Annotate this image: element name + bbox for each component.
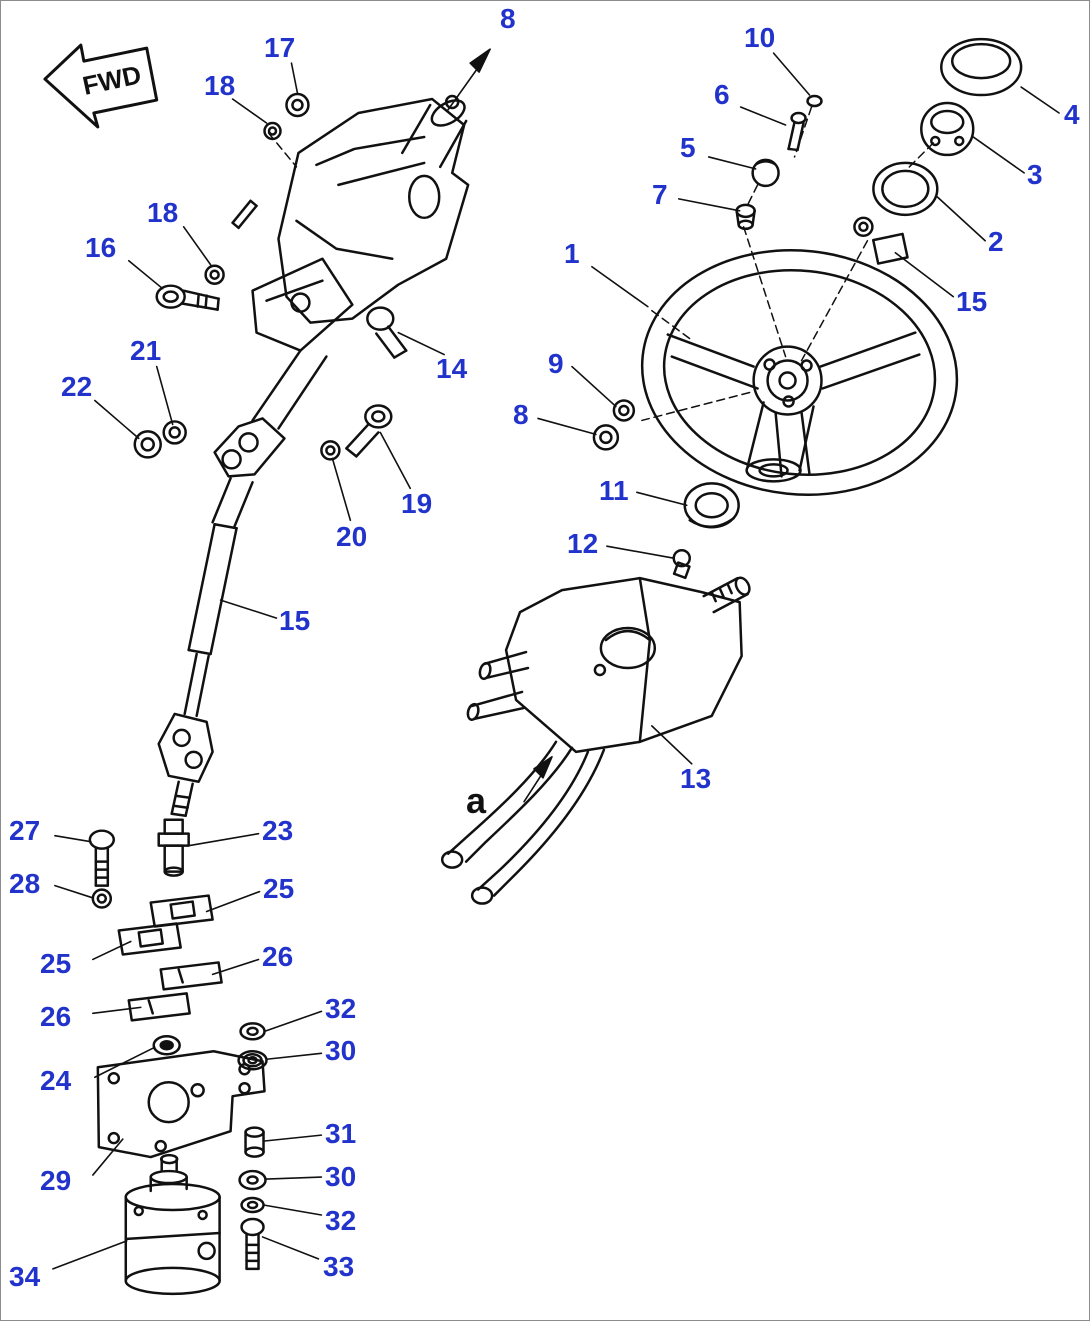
part-number-label: 29 — [40, 1167, 71, 1195]
part-number-label: 34 — [9, 1263, 40, 1291]
part-number-text: 25 — [40, 948, 72, 979]
part-number-text: a — [466, 780, 487, 821]
universal-joint-shaft — [157, 417, 286, 817]
part-number-text: 26 — [262, 941, 294, 972]
part-number-text: 15 — [279, 605, 311, 636]
part-number-label: 22 — [61, 373, 92, 401]
part-number-text: 26 — [40, 1001, 72, 1032]
part-number-text: 21 — [130, 335, 162, 366]
direction-arrows — [469, 48, 553, 803]
part-number-label: a — [466, 783, 486, 819]
part-number-label: 5 — [680, 134, 696, 162]
part-number-text: 16 — [85, 232, 117, 263]
part-number-label: 11 — [599, 477, 629, 505]
steering-column-upper — [251, 94, 470, 430]
part-number-label: 15 — [956, 288, 987, 316]
part-number-label: 24 — [40, 1067, 71, 1095]
part-number-text: 24 — [40, 1065, 72, 1096]
part-number-text: 18 — [204, 70, 236, 101]
part-number-label: 8 — [513, 401, 529, 429]
part-number-text: 31 — [325, 1118, 357, 1149]
part-number-text: 17 — [264, 32, 296, 63]
steering-unit — [124, 1153, 221, 1296]
part-number-label: 30 — [325, 1037, 356, 1065]
part-number-text: 13 — [680, 763, 712, 794]
part-number-label: 3 — [1027, 161, 1043, 189]
part-number-label: 1 — [564, 240, 580, 268]
part-number-text: 28 — [9, 868, 41, 899]
part-number-label: 18 — [147, 199, 178, 227]
part-number-label: 26 — [262, 943, 293, 971]
part-number-text: 34 — [9, 1261, 41, 1292]
part-number-label: 30 — [325, 1163, 356, 1191]
part-number-label: 21 — [130, 337, 161, 365]
part-number-text: 14 — [436, 353, 468, 384]
part-number-text: 30 — [325, 1035, 357, 1066]
part-number-text: 18 — [147, 197, 179, 228]
part-number-text: 8 — [513, 399, 529, 430]
part-number-text: 10 — [744, 22, 776, 53]
part-number-label: 10 — [744, 24, 775, 52]
part-number-text: 22 — [61, 371, 93, 402]
arrow-a-head — [533, 756, 553, 779]
part-number-text: 12 — [567, 528, 599, 559]
part-number-label: 33 — [323, 1253, 354, 1281]
part-number-text: 6 — [714, 79, 730, 110]
part-number-label: 7 — [652, 181, 668, 209]
part-number-text: 27 — [9, 815, 41, 846]
part-number-text: 29 — [40, 1165, 72, 1196]
part-number-text: 33 — [323, 1251, 355, 1282]
arrow-to-8-head — [469, 48, 491, 73]
part-number-label: 23 — [262, 817, 293, 845]
part-number-label: 31 — [325, 1120, 356, 1148]
part-number-label: 28 — [9, 870, 40, 898]
part-number-text: 32 — [325, 1205, 357, 1236]
part-number-label: 27 — [9, 817, 40, 845]
part-number-label: 8 — [500, 5, 516, 33]
part-number-label: 18 — [204, 72, 235, 100]
part-number-text: 11 — [599, 475, 629, 506]
part-number-text: 7 — [652, 179, 668, 210]
fwd-arrow: FWD — [43, 43, 159, 129]
horn-button-parts — [735, 37, 1023, 265]
part-number-label: 2 — [988, 228, 1004, 256]
part-number-label: 4 — [1064, 101, 1080, 129]
part-number-label: 17 — [264, 34, 295, 62]
part-number-text: 5 — [680, 132, 696, 163]
part-number-text: 2 — [988, 226, 1004, 257]
part-number-label: 25 — [40, 950, 71, 978]
part-number-text: 4 — [1064, 99, 1080, 130]
part-number-label: 9 — [548, 350, 564, 378]
part-number-label: 32 — [325, 995, 356, 1023]
part-number-text: 20 — [336, 521, 368, 552]
part-number-text: 30 — [325, 1161, 357, 1192]
part-number-label: 16 — [85, 234, 116, 262]
leader-lines — [52, 52, 1060, 1270]
part-number-label: 13 — [680, 765, 711, 793]
part-number-text: 15 — [956, 286, 988, 317]
part-number-text: 3 — [1027, 159, 1043, 190]
part-number-label: 26 — [40, 1003, 71, 1031]
part-number-label: 20 — [336, 523, 367, 551]
part-number-text: 8 — [500, 3, 516, 34]
part-number-label: 6 — [714, 81, 730, 109]
part-number-text: 25 — [263, 873, 295, 904]
assembly-axis-lines — [267, 106, 935, 422]
part-number-text: 32 — [325, 993, 357, 1024]
upper-fasteners — [133, 92, 636, 461]
part-number-label: 14 — [436, 355, 467, 383]
part-number-text: 19 — [401, 488, 433, 519]
part-number-label: 25 — [263, 875, 294, 903]
part-number-label: 15 — [279, 607, 310, 635]
part-number-text: 1 — [564, 238, 580, 269]
part-number-label: 12 — [567, 530, 598, 558]
part-number-label: 32 — [325, 1207, 356, 1235]
steering-valve-body — [440, 576, 751, 905]
steering-wheel-drawing — [640, 249, 959, 497]
part-number-label: 19 — [401, 490, 432, 518]
part-number-text: 9 — [548, 348, 564, 379]
part-number-text: 23 — [262, 815, 294, 846]
